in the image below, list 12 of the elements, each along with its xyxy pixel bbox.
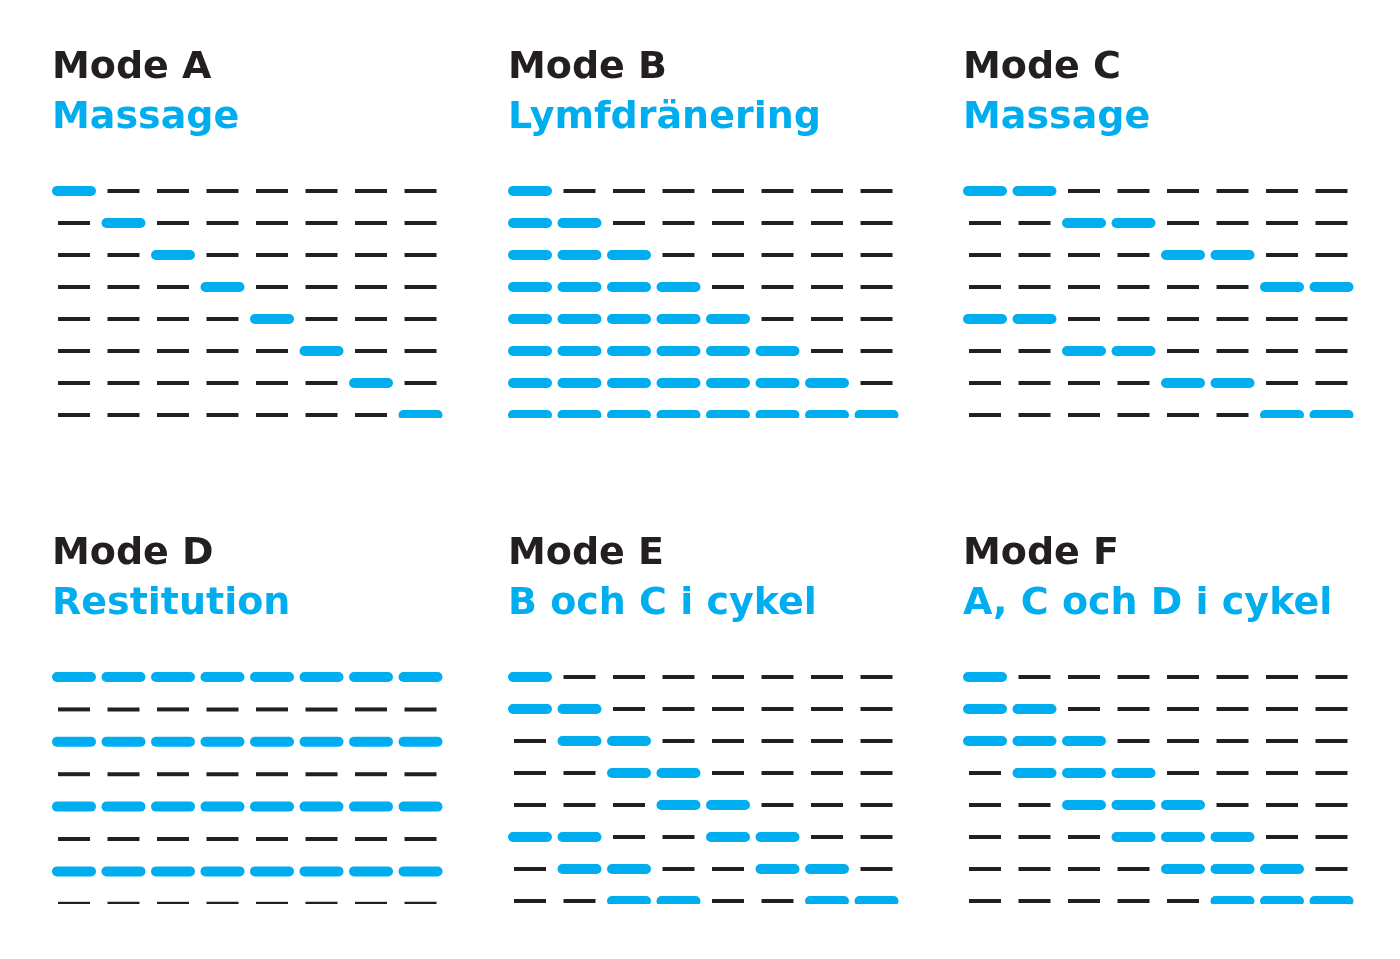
mode-subtitle: Massage bbox=[52, 92, 240, 138]
mode-subtitle: Restitution bbox=[52, 578, 291, 624]
mode-title: Mode A bbox=[52, 42, 212, 88]
mode-title: Mode F bbox=[963, 528, 1120, 574]
mode-title: Mode C bbox=[963, 42, 1121, 88]
mode-title: Mode D bbox=[52, 528, 214, 574]
mode-title: Mode B bbox=[508, 42, 668, 88]
mode-subtitle: Massage bbox=[963, 92, 1151, 138]
mode-subtitle: B och C i cykel bbox=[508, 578, 817, 624]
mode-title: Mode E bbox=[508, 528, 665, 574]
mode-subtitle: A, C och D i cykel bbox=[963, 578, 1333, 624]
mode-subtitle: Lymfdränering bbox=[508, 92, 821, 138]
